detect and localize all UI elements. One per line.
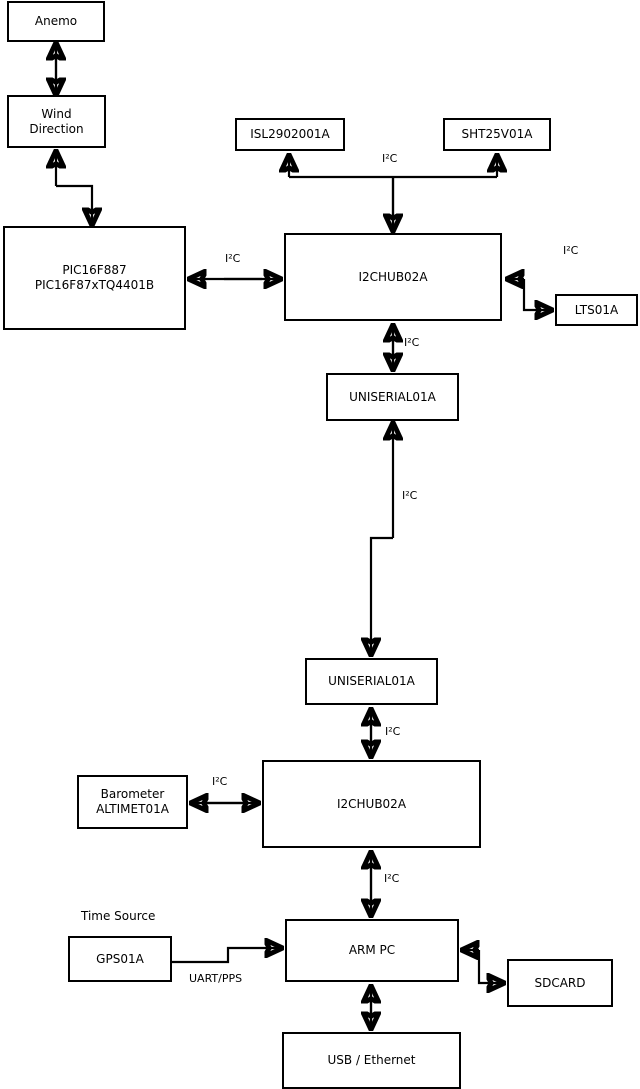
node-i2chub02a-bottom[interactable]: I2CHUB02A <box>262 760 481 848</box>
node-uniserial01a-top[interactable]: UNISERIAL01A <box>326 373 459 421</box>
node-isl2902001a[interactable]: ISL2902001A <box>235 118 345 151</box>
edge-label-uniserial-uniserial: I²C <box>402 489 418 502</box>
node-usb-ethernet[interactable]: USB / Ethernet <box>282 1032 461 1089</box>
node-pic-mcu[interactable]: PIC16F887 PIC16F87xTQ4401B <box>3 226 186 330</box>
edge-gps-armpc <box>172 948 281 964</box>
edge-wind-pic <box>56 184 92 224</box>
edge-label-hub2-armpc: I²C <box>384 872 400 885</box>
edge-label-lts: I²C <box>563 244 579 257</box>
edge-uniserial-down <box>371 536 393 654</box>
edge-label-uniserial-hub2: I²C <box>385 725 401 738</box>
node-arm-pc[interactable]: ARM PC <box>285 919 459 982</box>
node-barometer-altimet01a[interactable]: Barometer ALTIMET01A <box>77 775 188 829</box>
edge-label-barometer: I²C <box>212 775 228 788</box>
node-lts01a[interactable]: LTS01A <box>555 294 638 326</box>
node-sdcard[interactable]: SDCARD <box>507 959 613 1007</box>
edge-label-uart-pps: UART/PPS <box>189 972 243 985</box>
node-gps01a[interactable]: GPS01A <box>68 936 172 982</box>
edge-hub-lts <box>522 279 551 310</box>
edge-label-pic-hub: I²C <box>225 252 241 265</box>
edge-label-sensor-bus: I²C <box>382 152 398 165</box>
edge-label-hub-uniserial: I²C <box>404 336 420 349</box>
label-time-source: Time Source <box>81 909 156 923</box>
node-wind-direction[interactable]: Wind Direction <box>7 95 106 148</box>
edge-armpc-sdcard <box>477 950 503 983</box>
node-sht25v01a[interactable]: SHT25V01A <box>443 118 551 151</box>
node-uniserial01a-bottom[interactable]: UNISERIAL01A <box>305 658 438 705</box>
node-i2chub02a-top[interactable]: I2CHUB02A <box>284 233 502 321</box>
node-anemo[interactable]: Anemo <box>7 1 105 42</box>
